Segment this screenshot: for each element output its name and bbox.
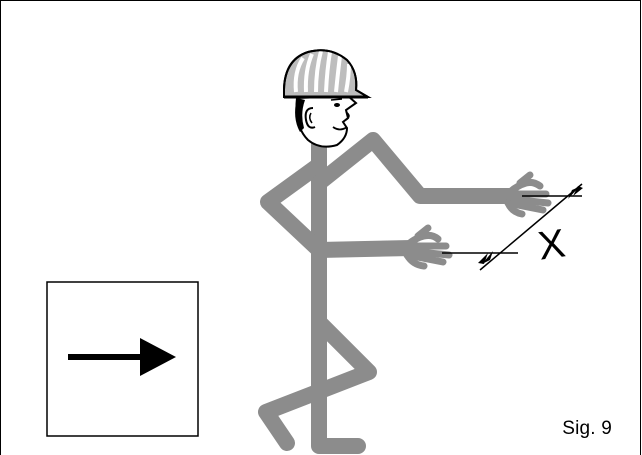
hard-hat-icon [284, 50, 368, 97]
measure-label: X [535, 221, 568, 268]
direction-box [47, 282, 198, 436]
figure-rear-arm [268, 165, 412, 250]
stick-figure [266, 140, 513, 446]
worker-head [295, 96, 356, 152]
figure-front-arm [319, 140, 513, 196]
upper-arrowhead-tip [568, 187, 579, 199]
front-hand [506, 175, 548, 214]
rear-hand [404, 228, 449, 266]
lower-arrowhead [478, 253, 488, 264]
figure-caption: Sig. 9 [562, 418, 612, 440]
